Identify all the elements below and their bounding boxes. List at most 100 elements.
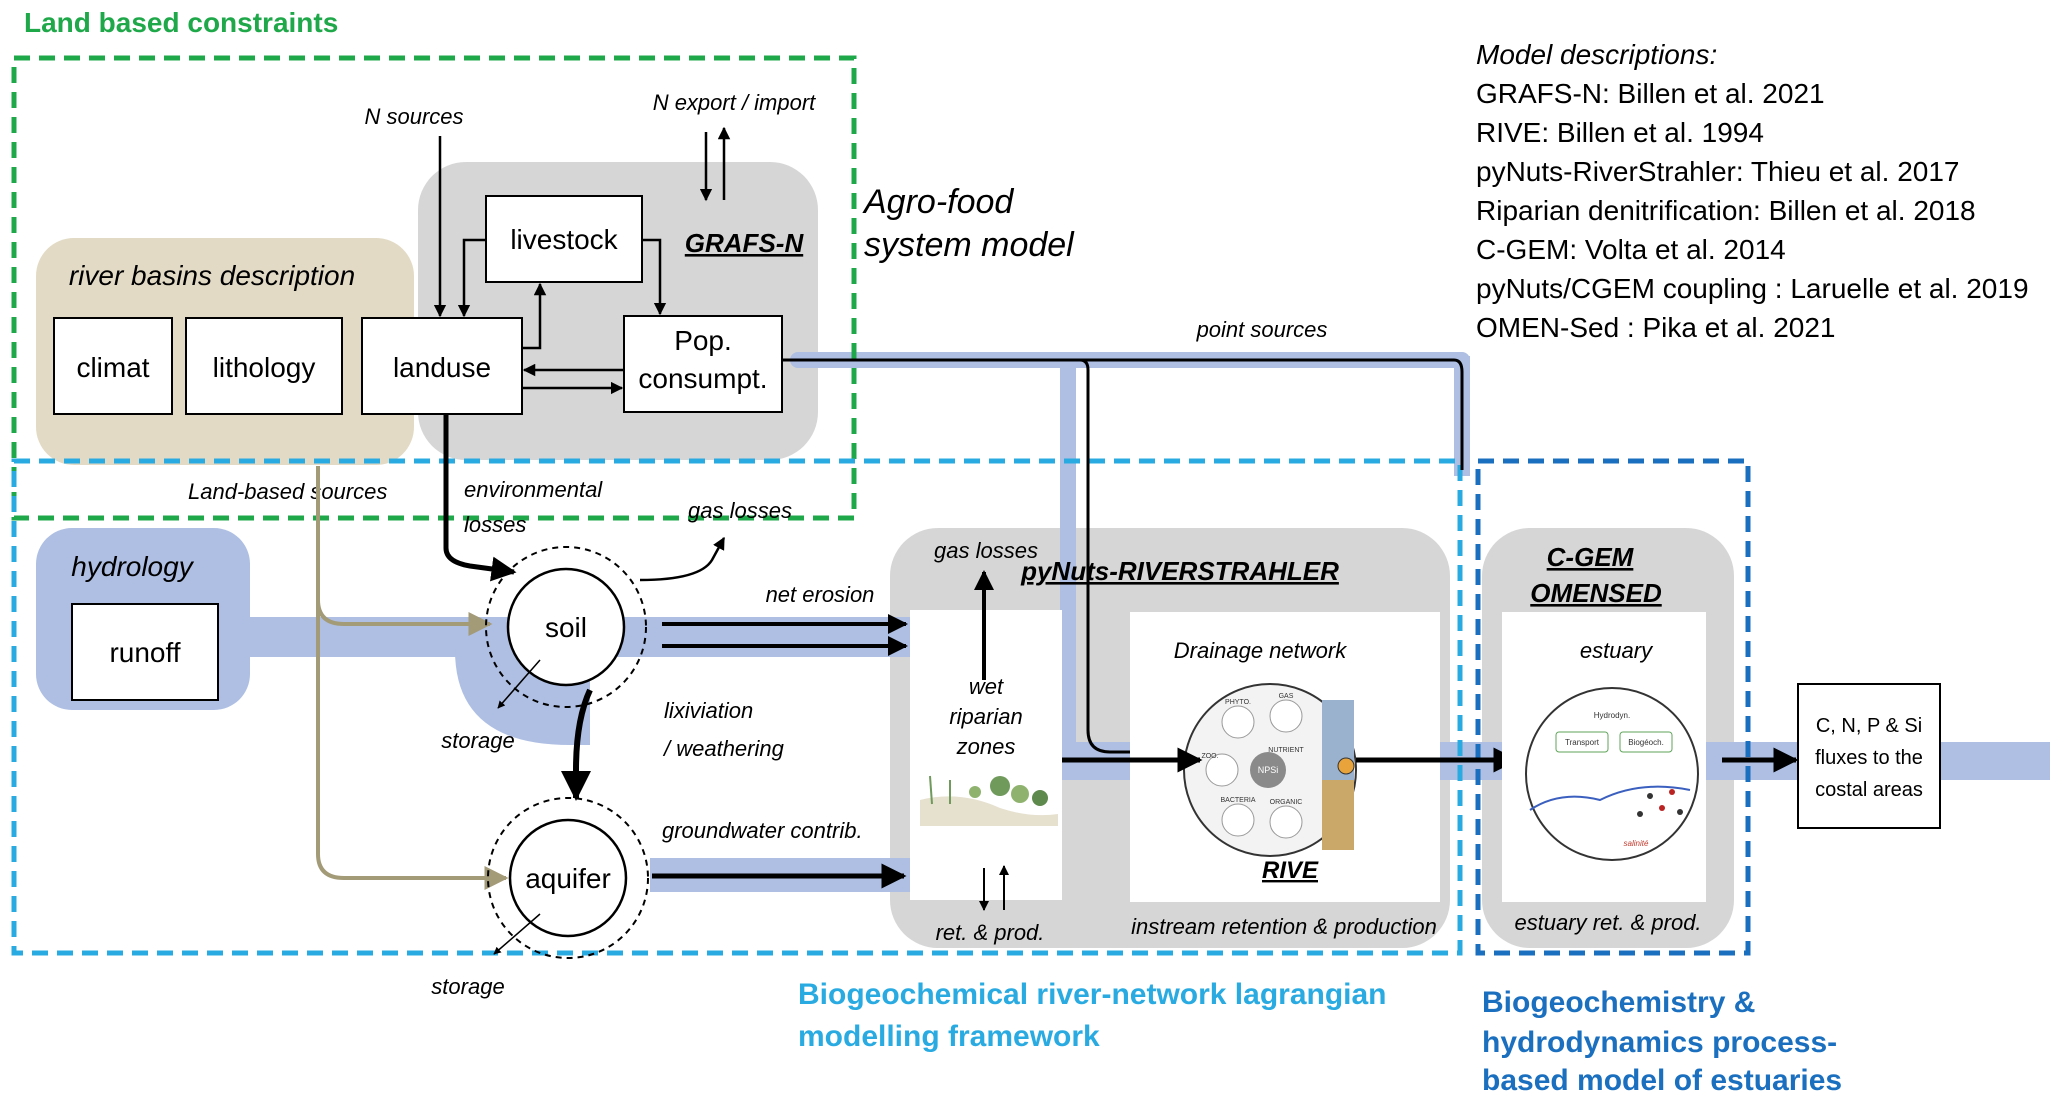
runoff-label: runoff xyxy=(109,637,180,668)
model-description-item: RIVE: Billen et al. 1994 xyxy=(1476,117,1764,148)
model-description-item: OMEN-Sed : Pika et al. 2021 xyxy=(1476,312,1836,343)
ret-prod-label: ret. & prod. xyxy=(936,920,1045,945)
env-losses-line2: losses xyxy=(464,512,526,537)
climat-label: climat xyxy=(76,352,149,383)
svg-text:ORGANIC: ORGANIC xyxy=(1270,799,1303,806)
soil-gas-losses-arrow xyxy=(639,536,726,582)
agro-title-line1: Agro-food xyxy=(862,183,1014,221)
coastal-fluxes-box xyxy=(1797,683,1941,829)
soil-storage-label: storage xyxy=(441,728,514,753)
estuary-figure-labels: Hydrodyn. Transport Biogéoch. salinité xyxy=(1565,711,1664,848)
land-region-title: Land based constraints xyxy=(24,7,338,38)
livestock-to-pop-arrow xyxy=(642,238,667,316)
svg-text:Transport: Transport xyxy=(1565,738,1600,747)
rive-title: RIVE xyxy=(1262,857,1319,884)
biogeochem-title-line1: Biogeochemical river-network lagrangian xyxy=(798,978,1387,1011)
environmental-losses-arrow xyxy=(443,414,517,582)
hydrology-title: hydrology xyxy=(71,551,194,582)
grafs-arrows xyxy=(433,126,731,395)
livestock-label: livestock xyxy=(510,224,618,255)
estuary-process-illustration xyxy=(1525,687,1699,861)
aquifer-storage-label: storage xyxy=(431,974,504,999)
estuary-ret-label: estuary ret. & prod. xyxy=(1514,910,1701,935)
groundwater-label: groundwater contrib. xyxy=(662,818,863,843)
biogeochem-region-frame xyxy=(11,458,1463,956)
wet-line1: wet xyxy=(969,674,1004,699)
landuse-box xyxy=(361,317,523,415)
svg-text:salinité: salinité xyxy=(1624,839,1649,848)
svg-text:Biogéoch.: Biogéoch. xyxy=(1628,738,1664,747)
model-description-item: pyNuts-RiverStrahler: Thieu et al. 2017 xyxy=(1476,156,1960,187)
fluxes-line1: C, N, P & Si xyxy=(1816,715,1922,737)
gas-losses-soil-label: gas losses xyxy=(688,498,792,523)
point-sources-label: point sources xyxy=(1196,317,1328,342)
landuse-to-livestock-arrow xyxy=(522,282,547,350)
svg-text:PHYTO.: PHYTO. xyxy=(1225,699,1251,706)
cgem-title-line2: OMENSED xyxy=(1530,578,1662,608)
aquifer-storage-arrow xyxy=(493,913,541,955)
agro-title-line2: system model xyxy=(864,226,1075,264)
soil-outer-ring xyxy=(485,546,647,708)
point-sources-line-right xyxy=(1080,358,1464,470)
estuary-title-line1: Biogeochemistry & xyxy=(1482,986,1755,1019)
aquifer-circle xyxy=(508,818,628,938)
soil-label: soil xyxy=(545,612,587,643)
svg-text:Hydrodyn.: Hydrodyn. xyxy=(1594,711,1630,720)
fluxes-line3: costal areas xyxy=(1815,779,1923,801)
model-descriptions: Model descriptions: GRAFS-N: Billen et a… xyxy=(1476,39,2029,343)
rive-process-illustration xyxy=(1183,683,1357,857)
svg-text:NUTRIENT: NUTRIENT xyxy=(1268,747,1304,754)
estuary-title-line2: hydrodynamics process- xyxy=(1482,1026,1837,1059)
pop-label-line1: Pop. xyxy=(674,325,732,356)
soil-aquifer-arrows xyxy=(493,536,908,955)
lithology-label: lithology xyxy=(213,352,316,383)
pynuts-title: pyNuts-RIVERSTRAHLER xyxy=(1020,556,1339,586)
grafs-title: GRAFS-N xyxy=(685,228,805,258)
lixiviation-line1: lixiviation xyxy=(664,698,753,723)
livestock-to-landuse-arrow xyxy=(457,238,486,318)
ret-prod-arrows xyxy=(979,865,1009,911)
fluxes-line2: fluxes to the xyxy=(1815,747,1923,769)
soil-to-aquifer-arrow xyxy=(561,688,593,801)
riparian-vegetation-illustration xyxy=(920,775,1058,826)
svg-text:GAS: GAS xyxy=(1279,693,1294,700)
svg-text:NPSi: NPSi xyxy=(1258,765,1279,775)
wet-line2: riparian xyxy=(949,704,1022,729)
lixiviation-line2: / weathering xyxy=(662,736,785,761)
wet-line3: zones xyxy=(956,734,1016,759)
biogeochem-title-line2: modelling framework xyxy=(798,1020,1100,1053)
land-sources-to-aquifer-arrow xyxy=(316,600,509,890)
n-sources-label: N sources xyxy=(364,104,463,129)
env-losses-line1: environmental xyxy=(464,477,603,502)
svg-text:ZOO.: ZOO. xyxy=(1201,753,1218,760)
estuary-label: estuary xyxy=(1580,638,1654,663)
landuse-label: landuse xyxy=(393,352,491,383)
climat-box xyxy=(53,317,173,415)
net-erosion-label: net erosion xyxy=(766,582,875,607)
runoff-box xyxy=(71,603,219,701)
rive-figure-labels: PHYTO. GAS NUTRIENT NPSi ZOO. BACTERIA O… xyxy=(1201,693,1304,806)
cgem-title-line1: C-GEM xyxy=(1547,542,1635,572)
svg-text:BACTERIA: BACTERIA xyxy=(1220,797,1255,804)
land-based-sources-label: Land-based sources xyxy=(188,479,387,504)
pop-consumpt-box xyxy=(623,315,783,413)
soil-circle xyxy=(506,567,626,687)
estuary-region-frame xyxy=(1475,458,1751,956)
model-description-item: GRAFS-N: Billen et al. 2021 xyxy=(1476,78,1825,109)
flow-band-point-mid xyxy=(1060,356,1076,756)
model-description-item: Riparian denitrification: Billen et al. … xyxy=(1476,195,1976,226)
aquifer-label: aquifer xyxy=(525,863,611,894)
model-description-item: pyNuts/CGEM coupling : Laruelle et al. 2… xyxy=(1476,273,2029,304)
drainage-network-label: Drainage network xyxy=(1174,638,1347,663)
n-export-label: N export / import xyxy=(653,90,816,115)
river-basins-title: river basins description xyxy=(69,260,355,291)
lithology-box xyxy=(185,317,343,415)
model-descriptions-title: Model descriptions: xyxy=(1476,39,1717,70)
soil-storage-arrow xyxy=(497,659,541,709)
pop-label-line2: consumpt. xyxy=(638,363,767,394)
gas-losses-riparian-label: gas losses xyxy=(934,538,1038,563)
estuary-title-line3: based model of estuaries xyxy=(1482,1064,1842,1095)
model-description-item: C-GEM: Volta et al. 2014 xyxy=(1476,234,1786,265)
instream-label: instream retention & production xyxy=(1131,914,1437,939)
